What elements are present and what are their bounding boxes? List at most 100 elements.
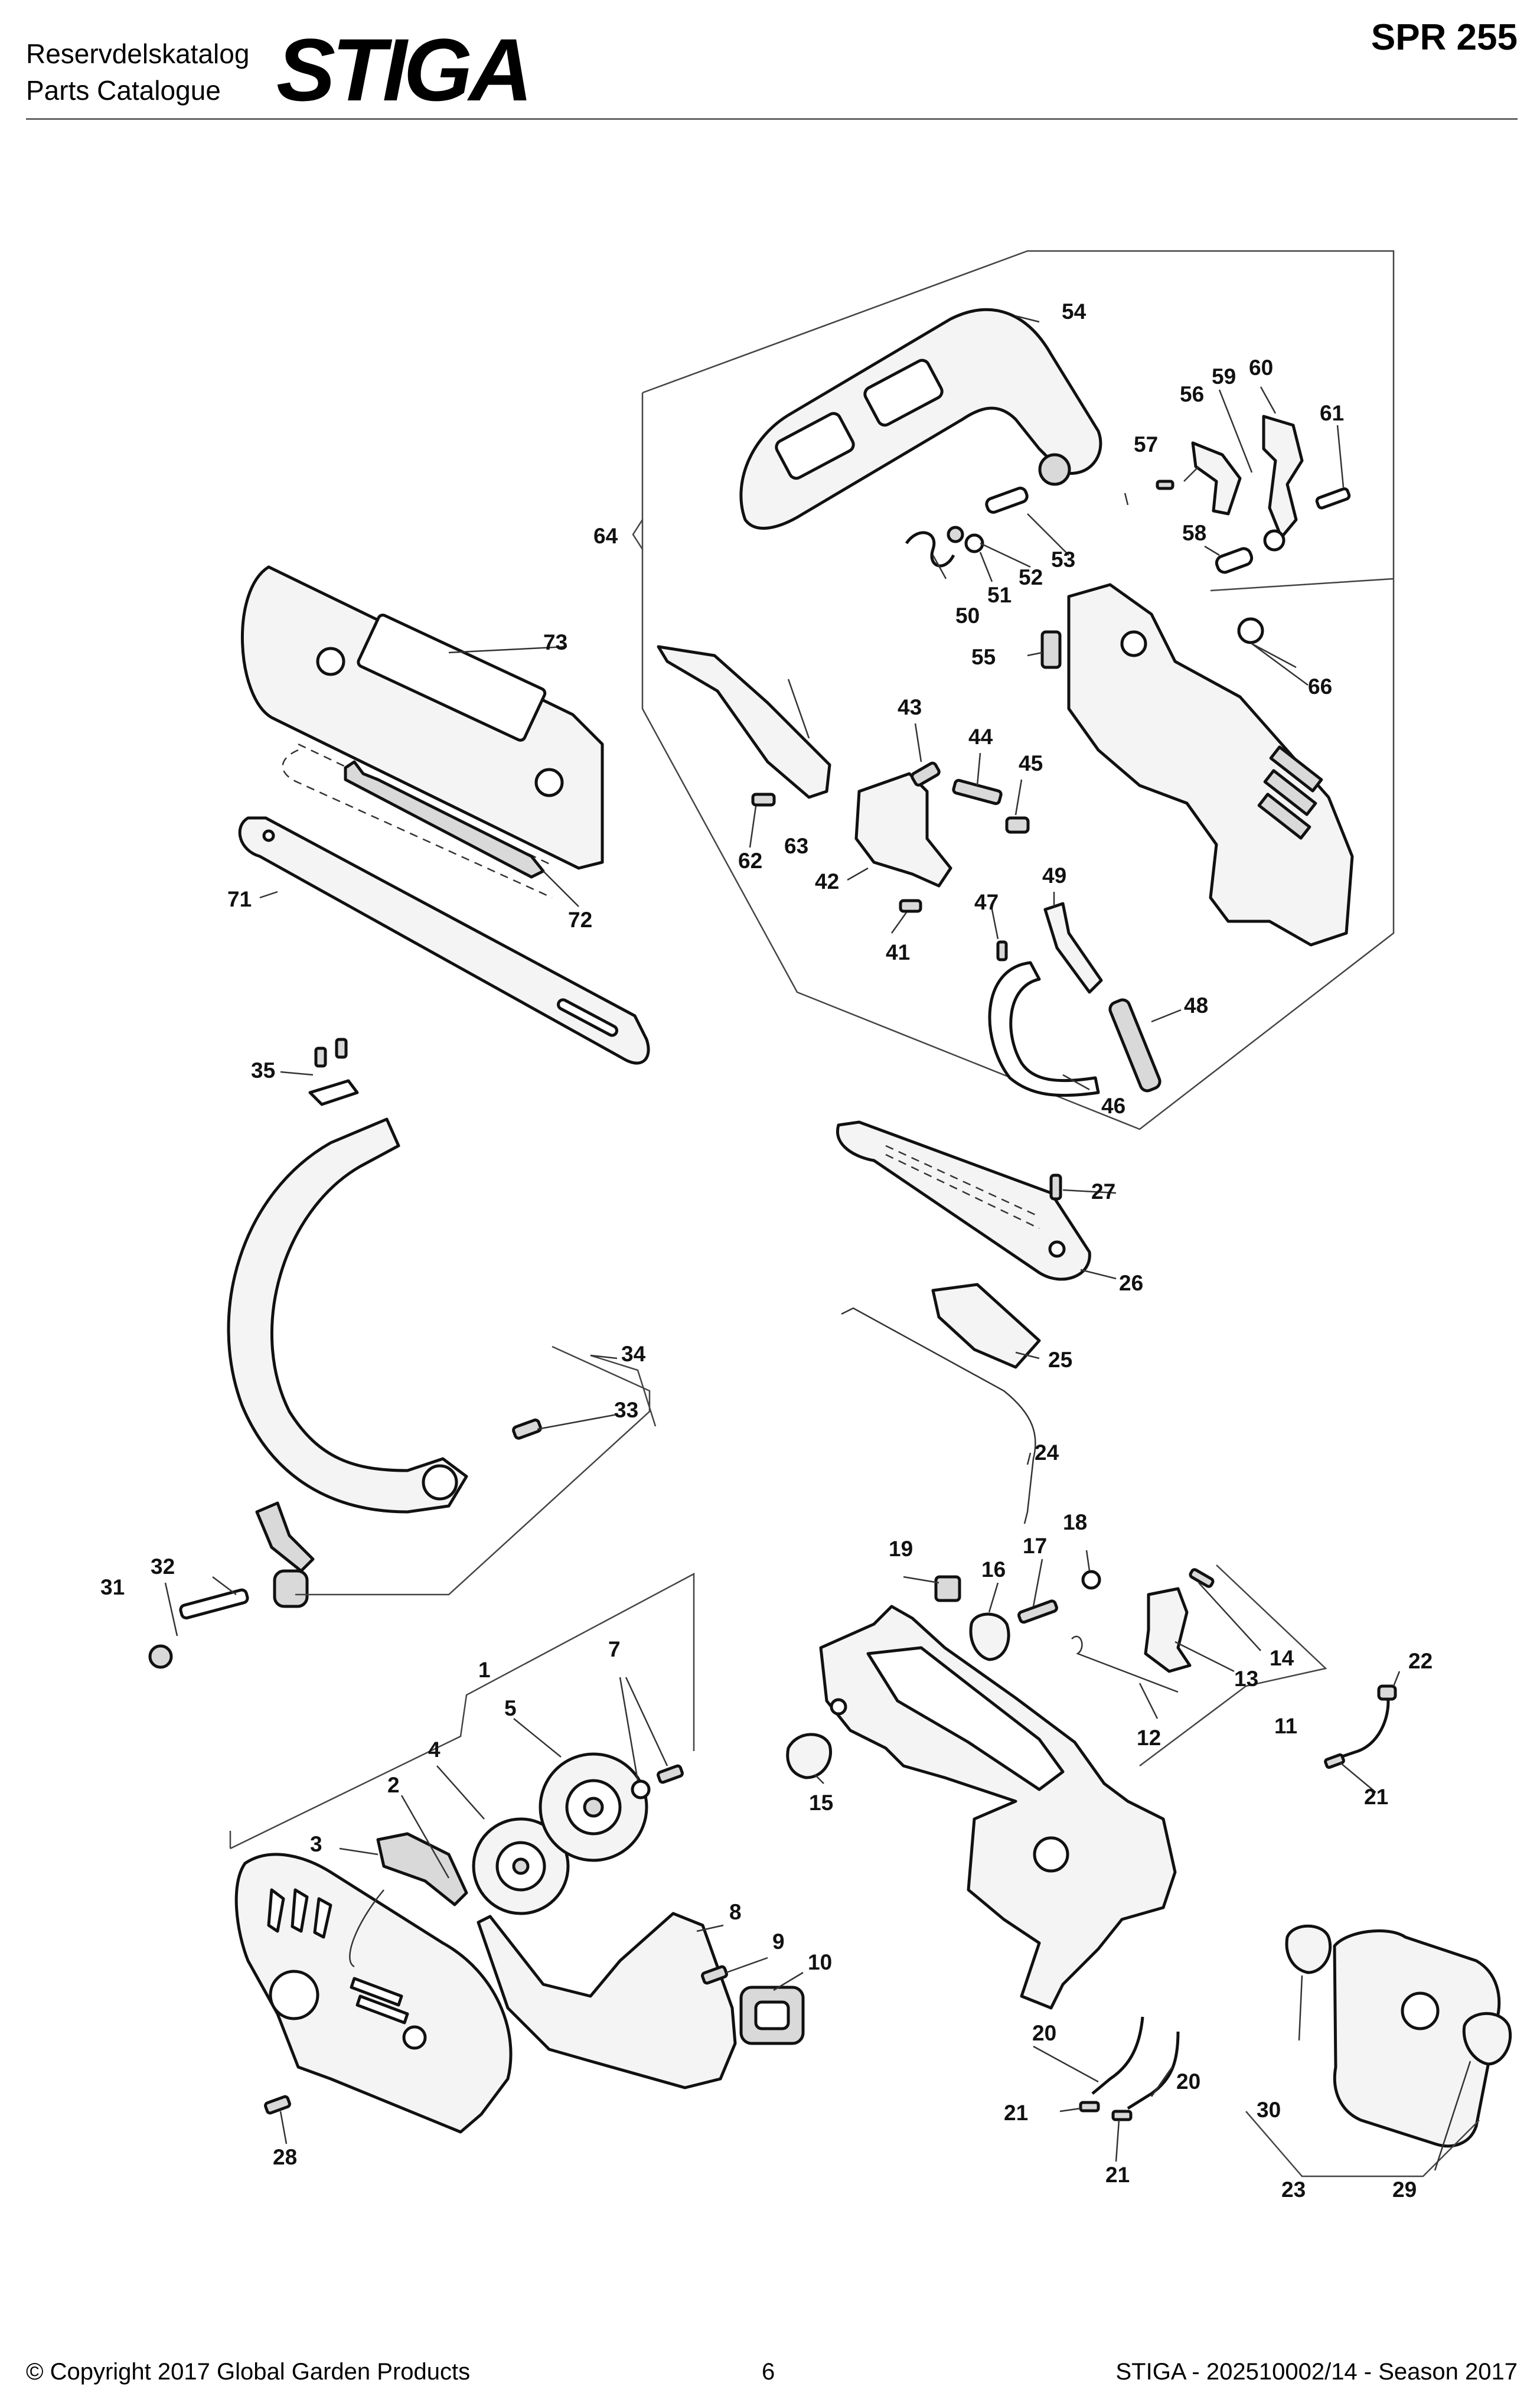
callout-48: 48 [1184,993,1208,1018]
bushing-16-part [969,1612,1010,1661]
stiga-logo-text: STIGA [276,31,529,107]
connector-21-upper [1324,1753,1345,1769]
callout-43: 43 [898,695,922,719]
callout-17: 17 [1023,1534,1047,1558]
brake-band-part [988,961,1100,1097]
washer-31-part [148,1644,173,1669]
washer-18-part [1081,1570,1101,1590]
footer-page-number: 6 [762,2359,775,2385]
assembly-64-boundary [641,250,1395,1130]
throttle-rod-part [841,1307,1036,1524]
callout-53: 53 [1051,547,1075,572]
callout-labels: 1 2 3 4 5 7 8 9 10 11 12 13 14 15 16 17 … [100,299,1433,2202]
screw-41-part [899,899,922,913]
callout-13: 13 [1234,1667,1258,1691]
group-bracket-11 [1139,1564,1327,1766]
circlip-part [1263,529,1285,552]
callout-73: 73 [543,630,567,654]
callout-62: 62 [738,849,762,873]
callout-27: 27 [1091,1179,1115,1204]
callout-59: 59 [1212,364,1236,389]
callout-22: 22 [1408,1649,1433,1673]
callout-51: 51 [987,583,1012,607]
callout-49: 49 [1042,863,1066,888]
callout-25: 25 [1048,1348,1072,1372]
callout-44: 44 [968,725,993,749]
callout-9: 9 [772,1929,785,1954]
switch-19-part [934,1575,961,1602]
callout-11: 11 [1274,1714,1297,1738]
callout-42: 42 [815,869,839,894]
bolt-32-part [179,1588,249,1620]
starter-handle-part [376,1832,468,1906]
pin-14-part [1189,1568,1215,1588]
callout-32: 32 [151,1554,175,1579]
handle-mount-part [422,1464,458,1501]
callout-55: 55 [971,645,996,669]
callout-16: 16 [981,1557,1006,1582]
washer-7-part [631,1779,651,1800]
spring-part [905,531,955,568]
spring-55-part [1040,630,1062,669]
group-bracket-1 [229,1572,695,1850]
header-divider [26,118,1518,120]
buffer-part [273,1569,309,1608]
nut-45-part [1005,816,1030,834]
callout-60: 60 [1249,356,1273,380]
fuel-hose-cap-22 [1377,1684,1397,1701]
spring-12-part [1071,1635,1179,1693]
brake-spring-part [1108,998,1161,1093]
brake-lever-part [1043,902,1103,994]
callout-28: 28 [273,2145,297,2169]
starter-rope-part [349,1889,384,1968]
bushing-58-part [1215,547,1254,574]
guide-bar-part [238,816,650,1065]
brake-plate-part [854,772,952,888]
group-bracket-23 [1245,2111,1480,2177]
plate-35-part [308,1079,359,1106]
callout-26: 26 [1119,1271,1143,1295]
fuel-hose-right [1127,2031,1180,2110]
callout-15: 15 [809,1791,833,1815]
callout-3: 3 [310,1832,322,1856]
stop-switch-part [931,1283,1041,1369]
callout-33: 33 [614,1398,638,1422]
footer-catalog-id: STIGA - 202510002/14 - Season 2017 [1115,2359,1518,2385]
guide-plate-part [657,645,831,799]
bolt-17-part [1017,1599,1058,1624]
callout-21c: 21 [1364,1785,1388,1809]
grommet-66-part [1237,617,1264,644]
screw-35a-part [314,1047,327,1068]
top-handle-part [739,308,1102,530]
throttle-trigger-part [1144,1587,1192,1673]
throttle-lock-part [1262,415,1304,539]
screw-35b-part [335,1038,348,1059]
rope-pulley-part [472,1817,570,1915]
pin-57-part [1156,480,1174,490]
callout-5: 5 [504,1696,517,1720]
callout-52: 52 [1019,565,1043,589]
callout-61: 61 [1320,401,1344,425]
callout-21b: 21 [1105,2163,1130,2187]
plug-15-part [786,1733,832,1779]
chain-links-part [344,760,545,879]
nut-part [947,526,964,543]
screw-27-part [1049,1173,1062,1201]
fuel-hose-left [1091,2016,1144,2095]
callout-45: 45 [1019,751,1043,775]
pawl-disc-part [539,1752,648,1862]
connector-21-left [1079,2101,1100,2113]
callout-21a: 21 [1004,2101,1028,2125]
rear-handle-housing-part [1067,583,1354,947]
trigger-lever-part [1191,441,1242,516]
callout-20b: 20 [1176,2069,1200,2094]
filter-10-part [739,1986,805,2045]
connector-21-right [1111,2110,1133,2121]
callout-41: 41 [886,940,910,964]
callout-50: 50 [955,604,980,628]
catalogue-title-line2: Parts Catalogue [26,75,221,106]
callout-12: 12 [1137,1726,1161,1750]
front-handle-part [227,1117,468,1514]
callout-18: 18 [1063,1510,1087,1534]
